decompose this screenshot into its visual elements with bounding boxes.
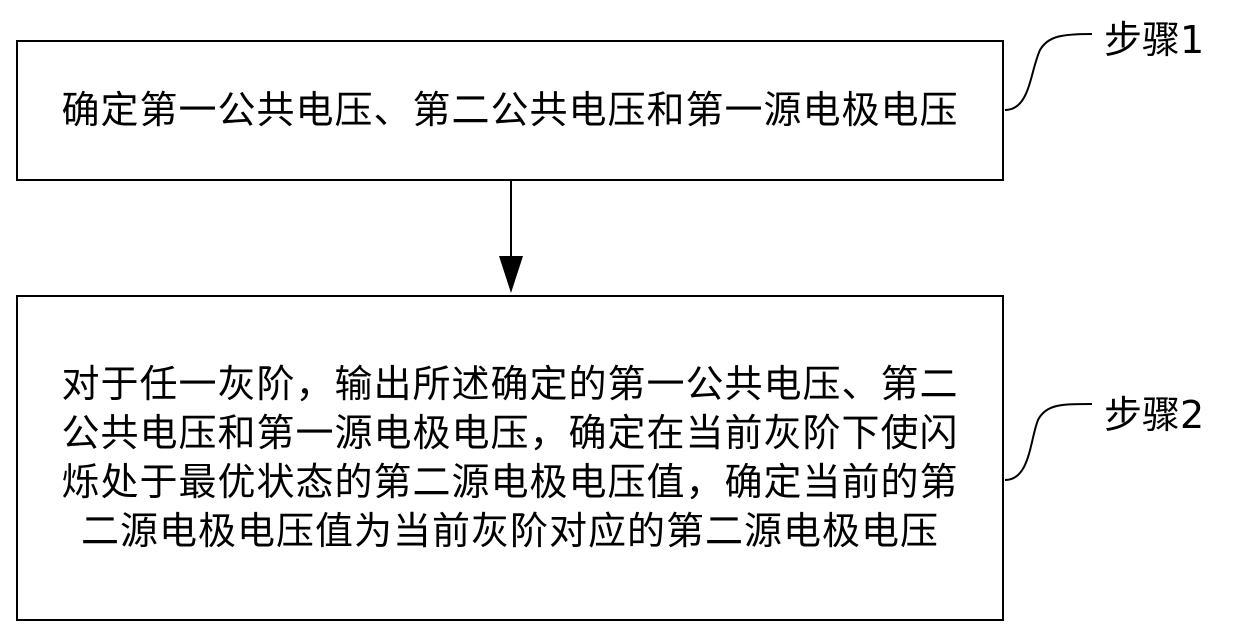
step1-label: 步骤1	[1104, 18, 1204, 62]
step2-box: 对于任一灰阶，输出所述确定的第一公共电压、第二公共电压和第一源电极电压，确定在当…	[16, 295, 1004, 621]
step1-text: 确定第一公共电压、第二公共电压和第一源电极电压	[45, 86, 975, 135]
step1-leader-curve	[1005, 34, 1092, 110]
step2-leader-curve	[1005, 404, 1092, 480]
step2-text: 对于任一灰阶，输出所述确定的第一公共电压、第二公共电压和第一源电极电压，确定在当…	[43, 360, 978, 556]
step2-label: 步骤2	[1104, 393, 1204, 437]
flow-arrow-head	[499, 256, 523, 293]
step1-box: 确定第一公共电压、第二公共电压和第一源电极电压	[16, 40, 1004, 181]
